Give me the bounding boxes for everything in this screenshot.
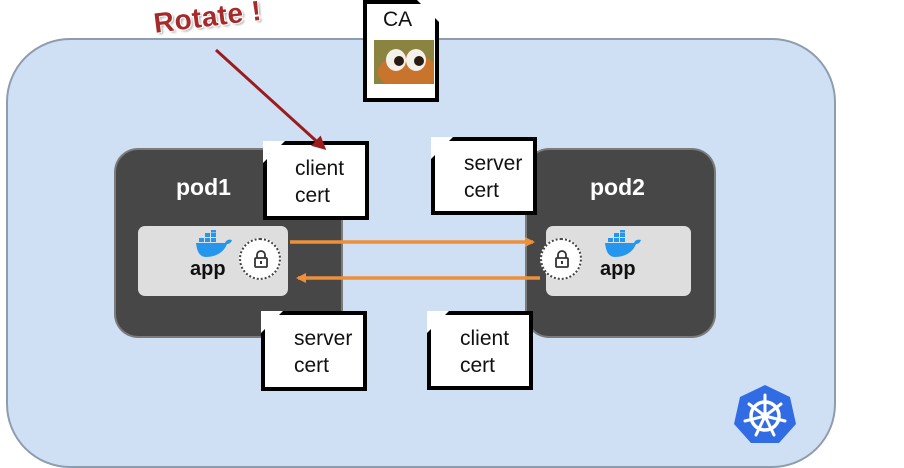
pod2-lock: [540, 238, 582, 280]
pod1-client-cert: client cert: [263, 141, 369, 220]
cert-label-line1: server: [464, 152, 523, 175]
pod2-client-cert: client cert: [427, 311, 533, 390]
docker-whale-icon: [605, 230, 641, 257]
cert-label-line2: cert: [295, 184, 331, 207]
document-fold: [431, 137, 453, 159]
cert-label-line2: cert: [464, 179, 500, 202]
cert-label-line2: cert: [294, 354, 330, 377]
ca-label: CA: [383, 8, 413, 31]
rotate-annotation: Rotate !: [152, 0, 264, 39]
cert-label-line1: client: [295, 157, 345, 180]
pod1-title: pod1: [176, 174, 231, 200]
pod1-app-label: app: [190, 258, 226, 280]
pod2-app-label: app: [600, 258, 636, 280]
lock-icon: [555, 250, 569, 268]
lock-icon: [254, 250, 268, 268]
document-fold: [417, 0, 439, 22]
document-fold: [261, 311, 283, 333]
pod2-server-cert: server cert: [431, 137, 537, 215]
docker-whale-icon: [196, 230, 232, 257]
cert-label-line1: server: [294, 327, 353, 350]
kubernetes-icon: [734, 385, 796, 443]
document-fold: [263, 141, 285, 163]
pod1-server-cert: server cert: [261, 311, 367, 391]
document-fold: [427, 311, 449, 333]
pod2-title: pod2: [590, 174, 645, 200]
cert-label-line2: cert: [460, 354, 496, 377]
cert-label-line1: client: [460, 327, 510, 350]
ca-document: CA: [363, 0, 439, 102]
face-image-icon: [374, 40, 434, 84]
pod1-lock: [239, 238, 281, 280]
